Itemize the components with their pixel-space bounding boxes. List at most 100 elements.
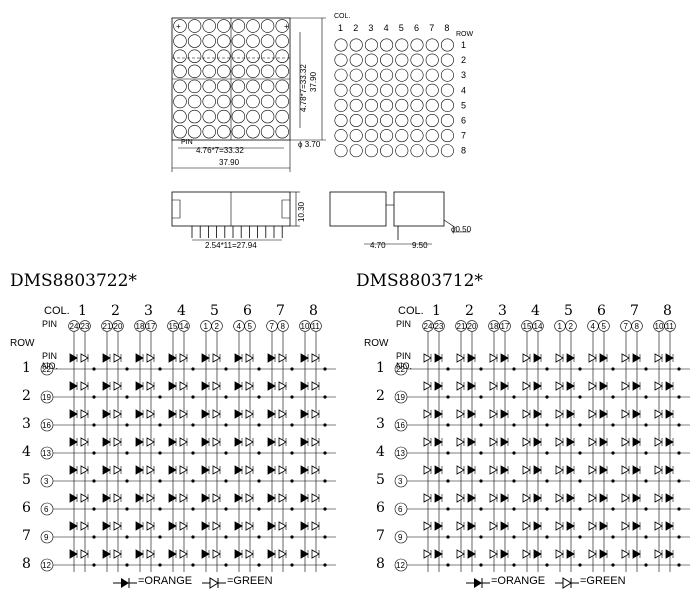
row-pin-number: 19 [42,393,51,402]
junction-dot [323,507,327,511]
led-orange-diode [599,409,608,419]
led-green-diode [179,465,188,475]
led-orange-diode [500,353,509,363]
front-led-dot [275,64,289,79]
led-orange-diode [201,437,210,447]
led-green-diode [423,493,432,503]
led-orange-diode [135,493,144,503]
led-green-diode [113,465,122,475]
front-led-dot [260,109,275,124]
junction-dot [578,423,582,427]
junction-dot [644,367,648,371]
grid-led-dot [410,53,424,67]
led-green-diode [555,353,564,363]
led-orange-diode [168,353,177,363]
led-orange-diode [168,549,177,559]
led-green-diode [278,493,287,503]
led-green-diode [80,409,89,419]
led-green-diode [212,353,221,363]
grid-led-dot [440,129,454,143]
led-green-diode [423,465,432,475]
front-led-dot [231,64,246,79]
row-pin-number: 22 [396,365,405,374]
led-orange-diode [69,549,78,559]
junction-dot [578,479,582,483]
junction-dot [611,395,615,399]
front-led-dot [202,79,216,94]
grid-led-dot [334,83,348,97]
schematic-row-number: 7 [22,528,31,544]
col-pin-number: 15 [523,322,532,331]
schematic-row-number: 4 [22,444,31,460]
col-pin-number: 14 [180,322,189,331]
led-green-diode [489,465,498,475]
grid-led-dot [440,114,454,128]
grid-led-dot [380,53,394,67]
grid-led-dot [349,129,363,143]
col-pin-number: 11 [312,322,321,331]
led-green-diode [522,409,531,419]
junction-dot [92,395,96,399]
col-pin-number: 23 [81,322,90,331]
row-pin-number: 13 [42,449,51,458]
led-green-diode [113,549,122,559]
legend-green-label: =GREEN [227,575,273,587]
grid-row-number: 1 [461,40,466,50]
junction-dot [257,367,261,371]
junction-dot [125,507,129,511]
junction-dot [545,563,549,567]
col-pin-circle [178,320,190,332]
led-green-diode [146,493,155,503]
led-orange-diode [632,493,641,503]
led-orange-diode [135,409,144,419]
junction-dot [479,451,483,455]
schematic-row-number: 2 [376,388,385,404]
junction-dot [191,507,195,511]
led-orange-diode [102,465,111,475]
junction-dot [257,507,261,511]
dim-horizontal-pitch: 4.76*7=33.32 [196,146,244,155]
led-orange-diode [69,493,78,503]
row-pin-number: 9 [398,533,403,542]
col-pin-number: 20 [468,322,477,331]
led-orange-diode [500,381,509,391]
led-green-diode [423,437,432,447]
led-orange-diode [599,437,608,447]
junction-dot [191,535,195,539]
junction-dot [644,395,648,399]
col-pin-number: 1 [558,322,563,331]
led-green-diode [179,521,188,531]
junction-dot [290,395,294,399]
junction-dot [512,395,516,399]
led-green-diode [311,381,320,391]
led-green-diode [113,409,122,419]
front-led-dot [231,79,246,94]
led-green-diode [456,465,465,475]
schematic-row-number: 6 [376,500,385,516]
led-orange-diode [168,409,177,419]
col-pin-circle [112,320,124,332]
led-orange-diode [533,549,542,559]
led-green-diode [489,381,498,391]
led-orange-diode [599,493,608,503]
led-orange-diode [300,409,309,419]
grid-led-dot [440,68,454,82]
led-green-diode [456,381,465,391]
front-plus-mark: + [176,22,181,31]
led-orange-diode [168,437,177,447]
led-green-diode [522,493,531,503]
col-pin-circle [499,320,511,332]
schematic-row-pin-label: PIN [42,351,57,361]
led-orange-diode [566,465,575,475]
led-green-diode [621,437,630,447]
led-green-diode [146,353,155,363]
junction-dot [125,535,129,539]
col-pin-number: 1 [204,322,209,331]
led-orange-diode [102,353,111,363]
led-orange-diode [300,381,309,391]
led-orange-diode [168,493,177,503]
grid-led-dot [440,38,454,52]
